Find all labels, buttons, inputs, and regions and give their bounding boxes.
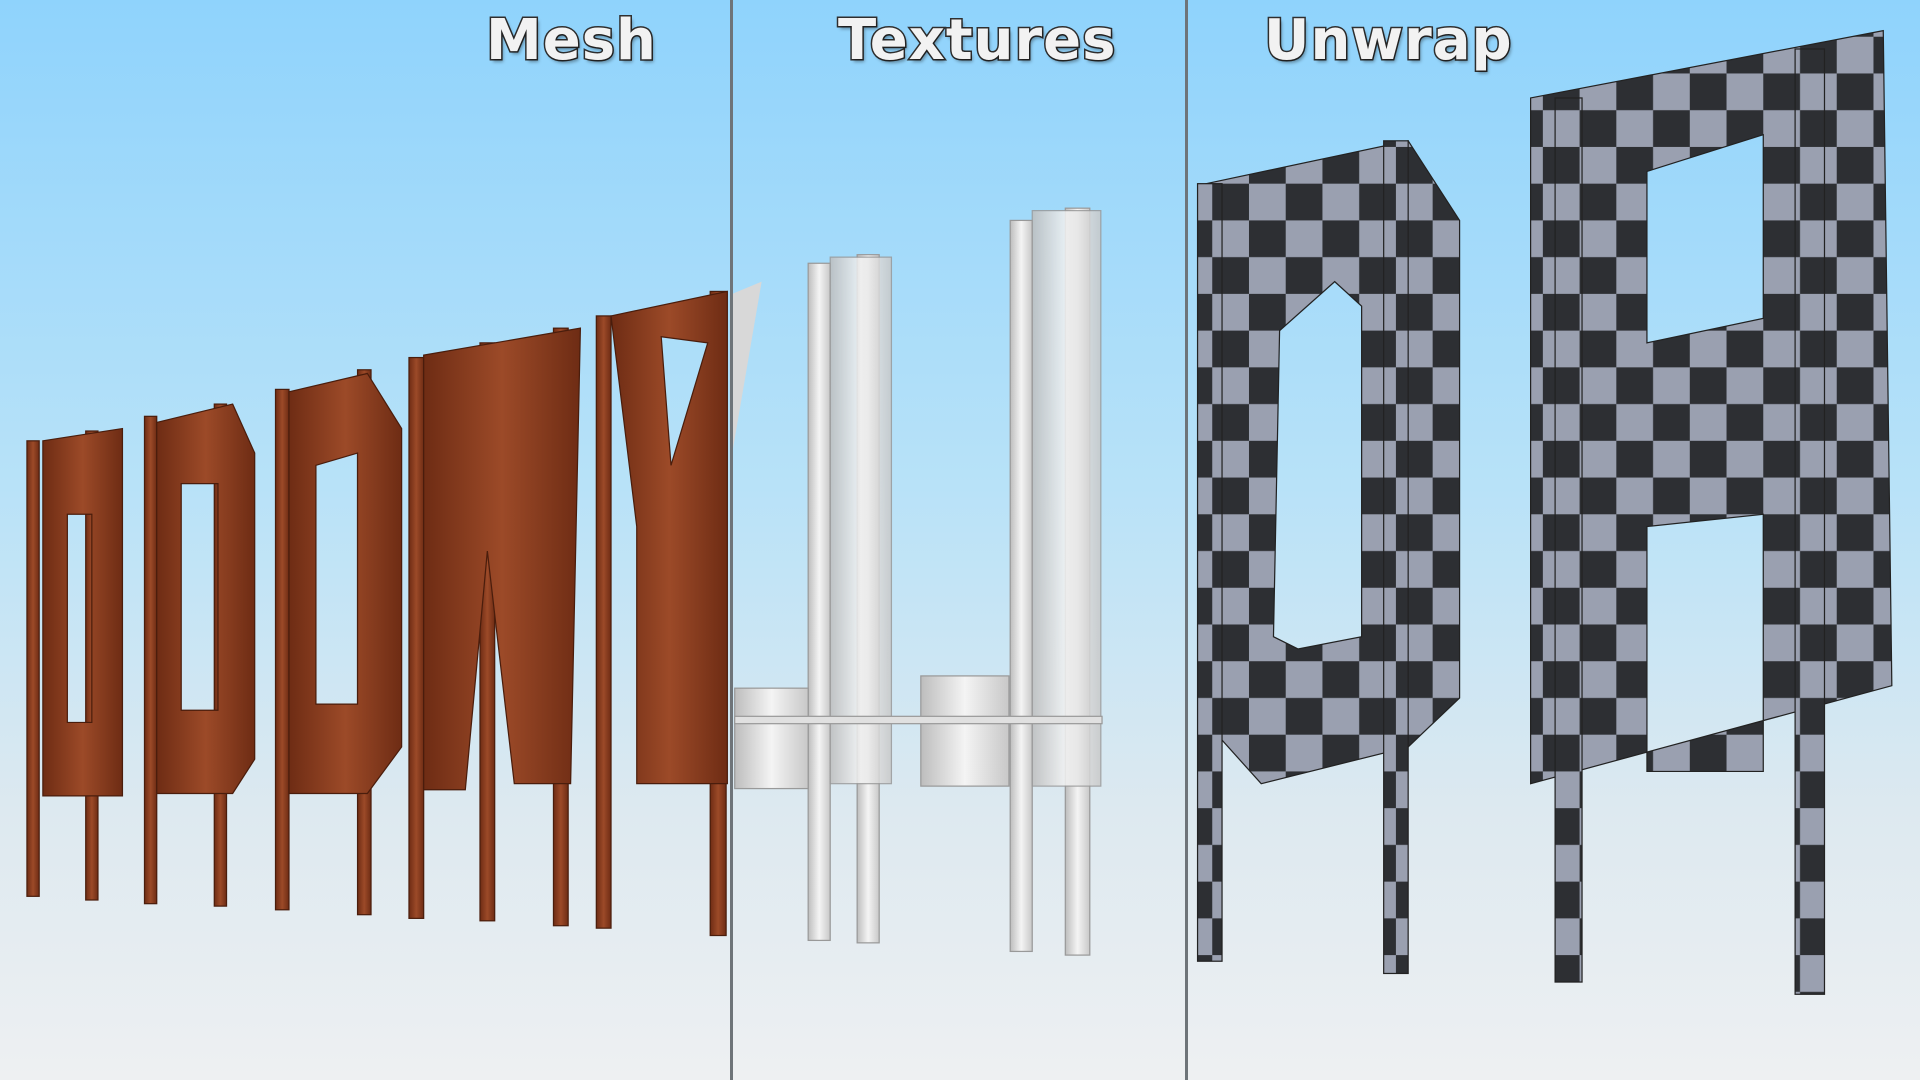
letter-w [408,327,582,927]
textures-model [734,207,1103,956]
letter-y [595,290,728,937]
panel-title-textures: Textures [836,7,1117,75]
panel-title-unwrap: Unwrap [1263,7,1514,75]
mesh-edge-fragment [732,281,762,454]
unwrap-model [1196,29,1893,995]
panel-divider [730,0,733,1080]
mesh-model [26,290,728,937]
letter-o-1 [26,427,124,901]
panel-divider [1185,0,1188,1080]
panel-title-mesh: Mesh [485,7,658,75]
letter-o-3 [274,369,403,916]
letter-o-2 [143,403,256,907]
